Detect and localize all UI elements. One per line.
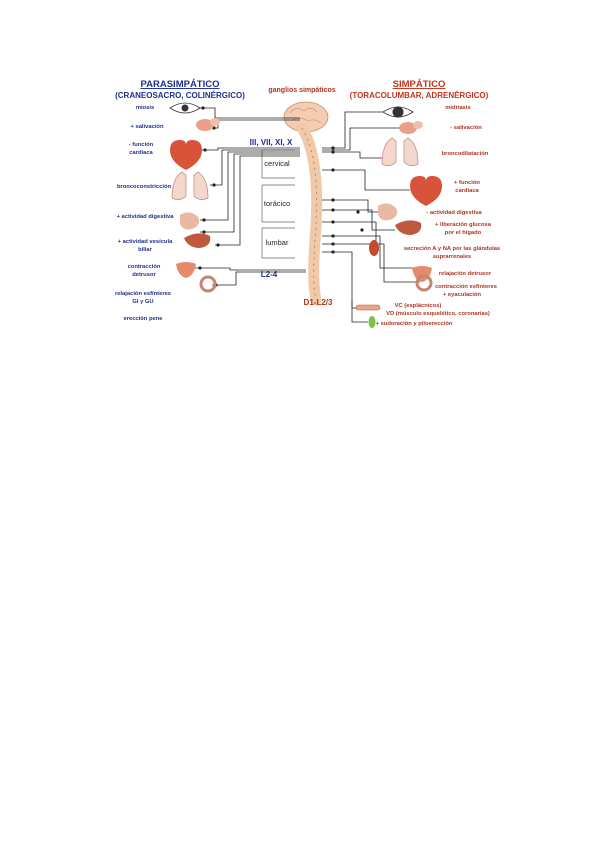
hair-follicle-icon [368,316,376,328]
para-effect-bronchoconstriction: broncoconstricción [117,184,172,190]
symp-effect-cardiac-2: cardiaca [455,188,479,194]
para-effect-sphincters-1: relajación esfínteres [115,291,171,297]
cranial-nerves-label: III, VII, XI, X [250,138,293,147]
symp-effect-adrenal-2: suprarrenales [433,254,471,260]
symp-effect-digestive: - actividad digestiva [426,210,482,216]
para-effect-digestive: + actividad digestiva [117,214,175,220]
segment-cervical: cervical [264,159,290,168]
salivary-gland-icon [196,118,220,131]
para-effect-cardiac-1: - función [129,142,154,148]
parasympathetic-title: PARASIMPÁTICO [141,79,220,90]
parasympathetic-ganglia [198,106,220,287]
symp-effect-salivation: - salivación [450,125,482,131]
para-effect-detrusor-2: detrusor [132,272,156,278]
ganglia-label: ganglios simpáticos [268,87,335,94]
symp-effect-mydriasis: midriasis [445,105,470,111]
salivary-gland-icon [399,121,423,134]
para-effect-salivation: + salivación [130,124,163,130]
para-effect-miosis: miosis [136,105,154,111]
brain-icon [283,101,329,133]
segment-lumbar: lumbar [266,238,289,247]
spinal-cord-icon [296,122,323,306]
symp-effect-glucose-2: por el hígado [445,230,482,236]
stomach-icon [180,212,200,230]
heart-icon [410,176,442,206]
heart-icon [170,140,202,170]
sympathetic-ganglia [331,146,364,254]
sacral-label: L2-4 [261,270,278,279]
para-effect-gallbladder-1: + actividad vesícula [118,239,173,245]
adrenal-icon [369,240,379,256]
parasympathetic-pathways [195,107,306,286]
parasympathetic-subtitle: (CRANEOSACRO, COLINÉRGICO) [115,91,245,100]
sympathetic-title: SIMPÁTICO [393,79,446,90]
colon-icon [415,274,433,292]
symp-effect-vd: VD (músculo esquelético, coronarias) [386,311,490,317]
symp-effect-cardiac-1: + función [454,180,480,186]
eye-icon [169,102,201,114]
stomach-icon [378,203,398,221]
symp-effect-detrusor: relajación detrusor [439,271,492,277]
para-effect-detrusor-1: contracción [128,264,161,270]
symp-effect-vc: VC (esplácnicos) [395,303,442,309]
lungs-icon [171,171,209,200]
symp-effect-ejaculation: + eyaculación [443,292,482,298]
colon-icon [199,275,217,293]
segment-thoracic: torácico [264,199,290,208]
symp-effect-adrenal-1: secreción A y NA por las glándulas [404,246,500,252]
liver-icon [395,220,422,235]
symp-effect-sweating: + sudoración y piloerección [376,321,453,327]
liver-icon [184,233,211,248]
eye-icon [382,106,414,118]
bladder-icon [176,262,196,278]
symp-effect-bronchodilation: broncodilatación [442,151,489,157]
para-effect-cardiac-2: cardiaca [129,150,153,156]
para-effect-erection: erección pene [124,316,164,322]
blood-vessel-icon [355,304,381,311]
symp-effect-glucose-1: + liberación glucosa [435,222,492,228]
para-effect-gallbladder-2: biliar [138,247,153,253]
para-effect-sphincters-2: GI y GU [132,299,153,305]
thoracolumbar-range-label: D1-L2/3 [304,298,333,307]
lungs-icon [381,137,419,166]
sympathetic-subtitle: (TORACOLUMBAR, ADRENÉRGICO) [350,91,489,100]
symp-effect-sphincters: contracción esfínteres [435,284,497,290]
